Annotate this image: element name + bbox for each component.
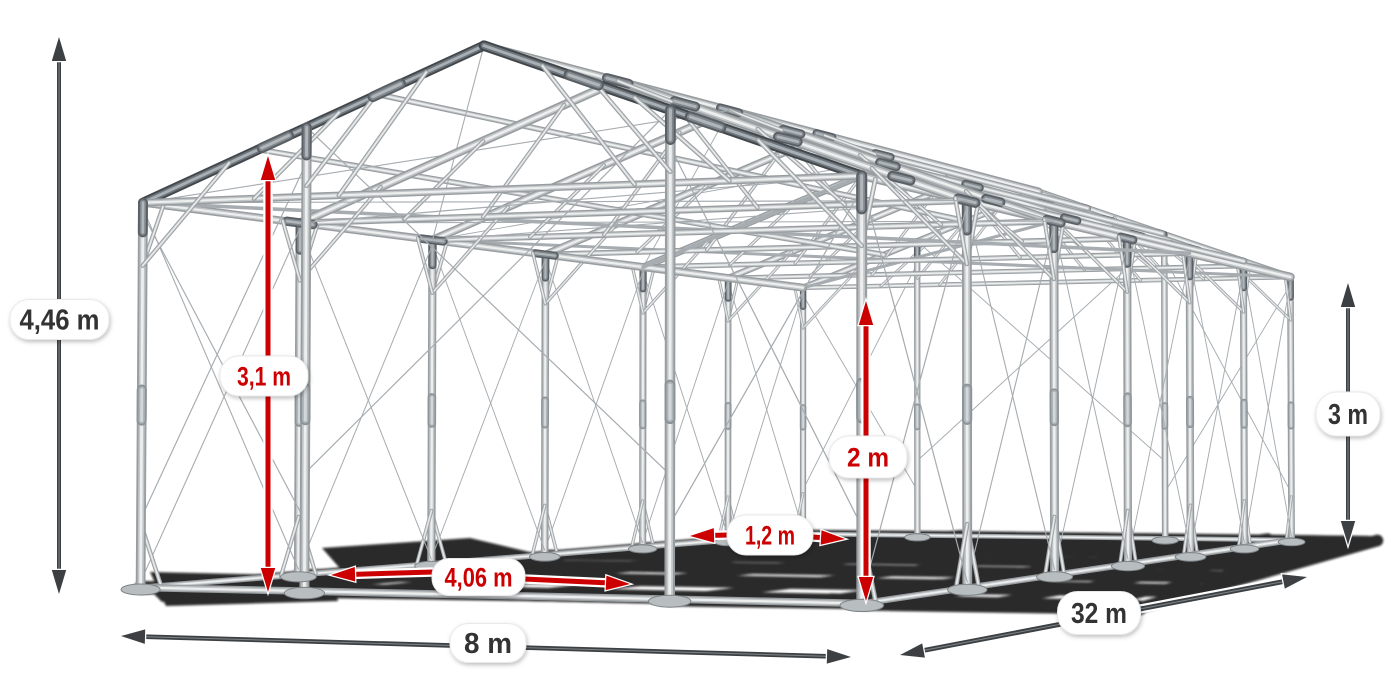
svg-text:4,46 m: 4,46 m bbox=[20, 305, 100, 337]
svg-text:32 m: 32 m bbox=[1071, 598, 1127, 630]
svg-text:2 m: 2 m bbox=[847, 442, 889, 472]
svg-text:1,2 m: 1,2 m bbox=[745, 521, 795, 551]
svg-text:3,1 m: 3,1 m bbox=[237, 361, 291, 391]
svg-text:3 m: 3 m bbox=[1328, 399, 1368, 431]
svg-text:4,06 m: 4,06 m bbox=[445, 563, 513, 593]
svg-text:8 m: 8 m bbox=[464, 628, 512, 660]
